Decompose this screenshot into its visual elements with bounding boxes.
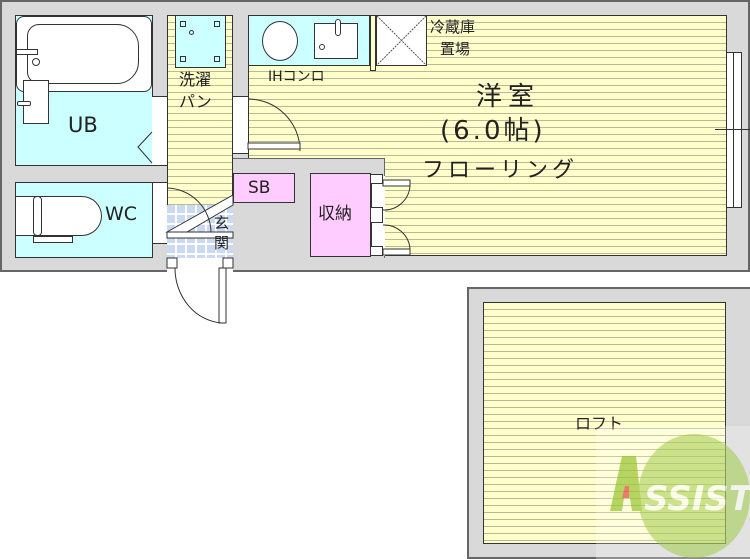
western-room-size: (6.0帖) xyxy=(440,116,546,146)
counter-post xyxy=(370,15,376,71)
washing-machine-pan xyxy=(175,15,226,68)
room-door-opening xyxy=(233,96,248,154)
window xyxy=(726,52,742,208)
storage-jamb-mid xyxy=(370,207,383,223)
fridge-cross-icon xyxy=(376,15,427,66)
wc-door-opening xyxy=(153,182,167,244)
fridge-label-1: 冷蔵庫 xyxy=(430,18,476,36)
bathtub-inner xyxy=(27,24,139,84)
storage-jamb-bot xyxy=(370,246,383,256)
loft-label: ロフト xyxy=(575,414,624,433)
wc-label: WC xyxy=(105,203,138,225)
shoe-box-label: SB xyxy=(248,178,271,198)
western-room-label: 洋室 xyxy=(476,82,541,112)
toilet-bowl xyxy=(16,196,102,236)
pan-corner-tr xyxy=(214,21,220,27)
laundry-label-1: 洗濯 xyxy=(179,70,212,89)
shoe-box xyxy=(233,173,295,203)
laundry-label-2: パン xyxy=(179,92,212,111)
bath-drain xyxy=(32,58,40,66)
sink-drain xyxy=(319,44,325,50)
toilet-tank xyxy=(33,196,42,236)
entrance-door-swing-icon xyxy=(166,257,234,324)
entrance-step-icon xyxy=(165,194,234,239)
sink-faucet xyxy=(335,19,341,36)
toilet-base xyxy=(33,236,73,243)
kitchen-label: IHコンロ xyxy=(268,69,325,85)
entrance-door-opening xyxy=(167,258,233,272)
storage-jamb-top xyxy=(370,174,383,184)
storage-closet xyxy=(310,173,371,257)
window-pane-line xyxy=(733,52,734,208)
storage-label: 収納 xyxy=(318,204,352,224)
western-room-flooring: フローリング xyxy=(422,158,579,183)
room-door-swing-icon xyxy=(247,98,301,152)
washbasin-tap xyxy=(17,101,31,106)
pan-drain xyxy=(189,30,194,35)
pan-corner-bl xyxy=(180,56,186,62)
entrance-label-2: 関 xyxy=(214,234,230,252)
bath-faucet xyxy=(16,49,38,55)
storage-door-swing-icon xyxy=(382,179,411,256)
ub-label: UB xyxy=(68,113,98,137)
fridge-label-2: 置場 xyxy=(440,40,471,58)
window-center-mark xyxy=(715,129,750,130)
pan-corner-tl xyxy=(180,21,186,27)
ub-door-opening xyxy=(152,96,167,166)
ih-stove-burner xyxy=(262,21,298,61)
entrance-label-1: 玄 xyxy=(214,214,230,232)
ub-folding-door-icon xyxy=(137,131,153,164)
wc-door-swing-icon xyxy=(166,187,212,233)
pan-corner-br xyxy=(214,56,220,62)
